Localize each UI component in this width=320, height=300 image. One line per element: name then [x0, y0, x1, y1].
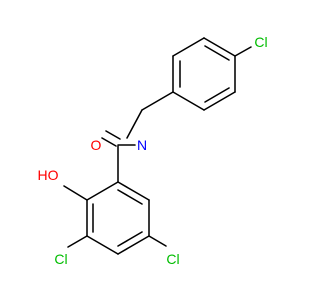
bond — [67, 235, 88, 248]
bond — [148, 235, 167, 247]
bond — [63, 185, 88, 201]
aromatic-inner-bond — [204, 45, 230, 61]
bond — [117, 235, 150, 255]
bond — [172, 91, 205, 111]
aromatic-inner-bond — [117, 189, 143, 205]
bond — [86, 235, 119, 255]
aromatic-inner-bond — [204, 87, 230, 103]
nitrogen-label: N — [137, 137, 147, 153]
bond — [172, 37, 205, 57]
bond — [203, 37, 236, 57]
chlorine-right-label: Cl — [166, 251, 179, 267]
molecule-diagram: Cl N O HO Cl Cl — [37, 34, 268, 267]
molecule-structure: Cl N O HO Cl Cl — [38, 34, 268, 267]
chlorine-top-label: Cl — [254, 34, 267, 50]
bond — [117, 181, 150, 201]
bond — [126, 109, 143, 139]
oxygen-carbonyl-label: O — [91, 137, 102, 153]
hydroxyl-label: HO — [38, 167, 59, 183]
carbonyl-bond — [105, 130, 121, 140]
bond — [234, 46, 252, 57]
bonds — [63, 37, 252, 255]
bond — [203, 91, 236, 111]
aromatic-inner-bond — [117, 231, 143, 247]
bond — [141, 91, 174, 111]
carbonyl-bond — [101, 137, 117, 147]
bond — [86, 181, 119, 201]
atom-labels: Cl N O HO Cl Cl — [38, 34, 268, 267]
chlorine-left-label: Cl — [54, 251, 67, 267]
